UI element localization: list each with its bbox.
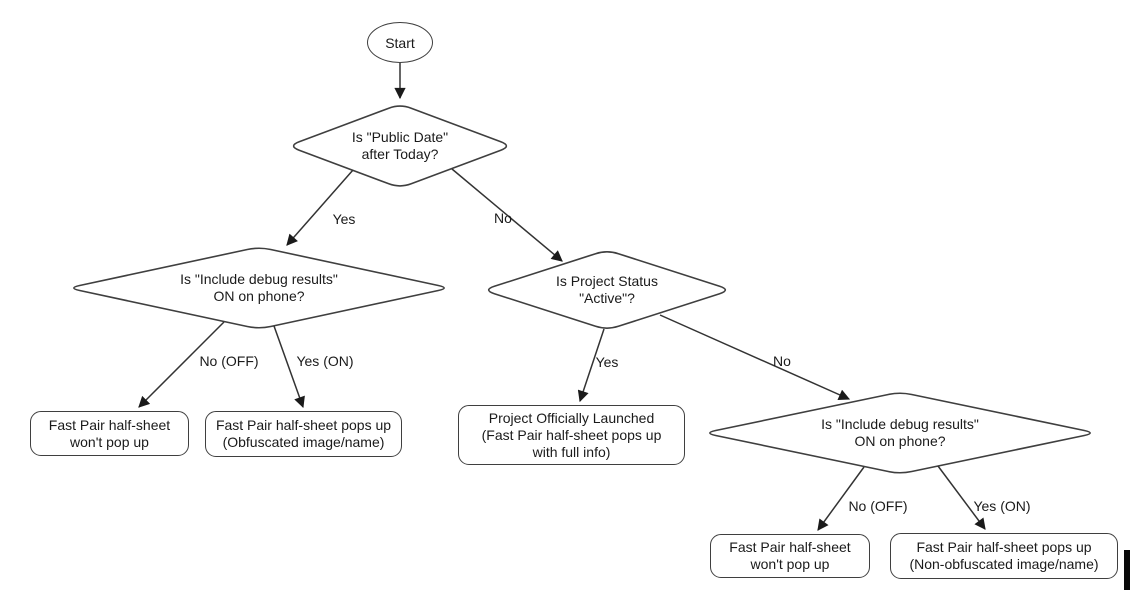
edge-label-project-status-yes: Yes [595, 354, 619, 370]
outcome-no-popup-left-line2: won't pop up [70, 433, 149, 450]
edge-label-debug-right-no: No (OFF) [848, 498, 908, 514]
arrow-public-date-yes [286, 169, 354, 246]
outcome-launched-line3: with full info) [532, 443, 611, 460]
edge-label-debug-right-yes: Yes (ON) [973, 498, 1031, 514]
decision-public-date-line1: Is "Public Date" [351, 129, 449, 145]
outcome-no-popup-right: Fast Pair half-sheet won't pop up [710, 534, 870, 578]
decision-project-status-text: Is Project Status "Active"? [507, 273, 707, 307]
outcome-launched-line1: Project Officially Launched [488, 409, 655, 426]
start-node-label: Start [385, 34, 415, 51]
decision-debug-right-text: Is "Include debug results" ON on phone? [800, 416, 1000, 450]
edge-label-debug-left-no: No (OFF) [199, 353, 259, 369]
decision-debug-left-text: Is "Include debug results" ON on phone? [159, 271, 359, 305]
edge-label-debug-left-yes: Yes (ON) [296, 353, 354, 369]
outcome-obfuscated-line2: (Obfuscated image/name) [222, 434, 385, 450]
decision-project-status-line1: Is Project Status [556, 273, 658, 289]
outcome-non-obfuscated: Fast Pair half-sheet pops up (Non-obfusc… [890, 533, 1118, 579]
decision-debug-left-line1: Is "Include debug results" [180, 271, 338, 287]
outcome-obfuscated-line1: Fast Pair half-sheet pops up [215, 417, 392, 433]
outcome-launched: Project Officially Launched (Fast Pair h… [458, 405, 685, 465]
outcome-launched-line2: (Fast Pair half-sheet pops up [481, 426, 662, 443]
decision-project-status-line2: "Active"? [579, 290, 635, 306]
edge-label-public-date-no: No [494, 210, 512, 226]
decision-debug-right-line1: Is "Include debug results" [821, 416, 979, 432]
outcome-no-popup-left: Fast Pair half-sheet won't pop up [30, 411, 189, 456]
outcome-no-popup-right-line2: won't pop up [750, 556, 830, 572]
outcome-non-obfuscated-line1: Fast Pair half-sheet pops up [916, 539, 1092, 555]
start-node: Start [367, 22, 433, 63]
outcome-non-obfuscated-line2: (Non-obfuscated image/name) [909, 556, 1099, 572]
arrow-project-status-no [659, 314, 851, 401]
decision-debug-left-line2: ON on phone? [213, 288, 305, 304]
outcome-no-popup-left-line1: Fast Pair half-sheet [48, 416, 171, 433]
decision-public-date-text: Is "Public Date" after Today? [300, 129, 500, 163]
decision-public-date-line2: after Today? [361, 146, 439, 162]
edge-label-project-status-no: No [773, 353, 791, 369]
outcome-obfuscated: Fast Pair half-sheet pops up (Obfuscated… [205, 411, 402, 457]
outcome-no-popup-right-line1: Fast Pair half-sheet [729, 539, 851, 555]
text-cursor-artifact [1124, 550, 1130, 590]
decision-debug-right-line2: ON on phone? [854, 433, 946, 449]
edge-label-public-date-yes: Yes [332, 211, 356, 227]
